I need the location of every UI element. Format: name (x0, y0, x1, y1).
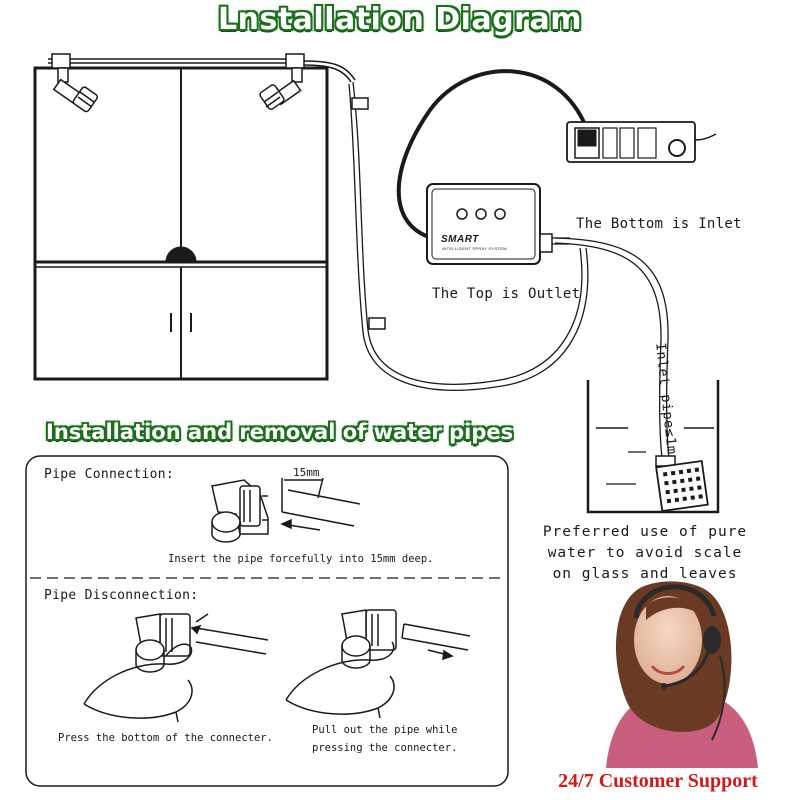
customer-support-caption: 24/7 Customer Support (558, 770, 758, 792)
bottom-inlet-label: The Bottom is Inlet (576, 216, 742, 232)
pipes-section-title: Installation and removal of water pipes (46, 420, 514, 444)
inlet-tubing (554, 237, 670, 459)
smart-device (426, 183, 570, 265)
spray-pipe-top (48, 53, 356, 83)
outlet-tubing (348, 81, 589, 391)
disconnection-step2-line2: pressing the connecter. (312, 742, 458, 754)
power-cable (396, 69, 590, 240)
connection-instruction: Insert the pipe forcefully into 15mm dee… (168, 553, 434, 565)
pipe-instructions-panel (25, 455, 509, 787)
nozzle-left (52, 67, 98, 113)
pure-water-note: Preferred use of pure water to avoid sca… (530, 522, 760, 585)
disconnection-step1-illustration (83, 613, 269, 723)
water-beaker (586, 380, 720, 514)
disconnection-step1-text: Press the bottom of the connecter. (58, 732, 273, 744)
customer-support-photo (606, 581, 758, 768)
device-subtitle-label: INTELLIGENT SPRAY SYSTEM (442, 246, 507, 251)
terrarium-cabinet (33, 66, 329, 381)
pure-water-line-2: water to avoid scale (547, 545, 743, 561)
top-outlet-label: The Top is Outlet (432, 286, 581, 302)
inlet-filter (655, 455, 709, 513)
pipe-connection-heading: Pipe Connection: (44, 467, 175, 482)
pipe-disconnection-heading: Pipe Disconnection: (44, 588, 199, 603)
pure-water-line-1: Preferred use of pure (542, 524, 748, 540)
depth-label: 15mm (293, 466, 320, 479)
device-brand-label: SMART (441, 234, 479, 245)
disconnection-step2-illustration (285, 609, 471, 719)
nozzle-right (259, 67, 303, 110)
power-strip (566, 121, 717, 163)
connection-illustration (211, 477, 361, 543)
disconnection-step2-line1: Pull out the pipe while (312, 724, 458, 736)
pure-water-line-3: on glass and leaves (552, 566, 738, 582)
installation-diagram-title: Lnstallation Diagram (218, 2, 582, 37)
